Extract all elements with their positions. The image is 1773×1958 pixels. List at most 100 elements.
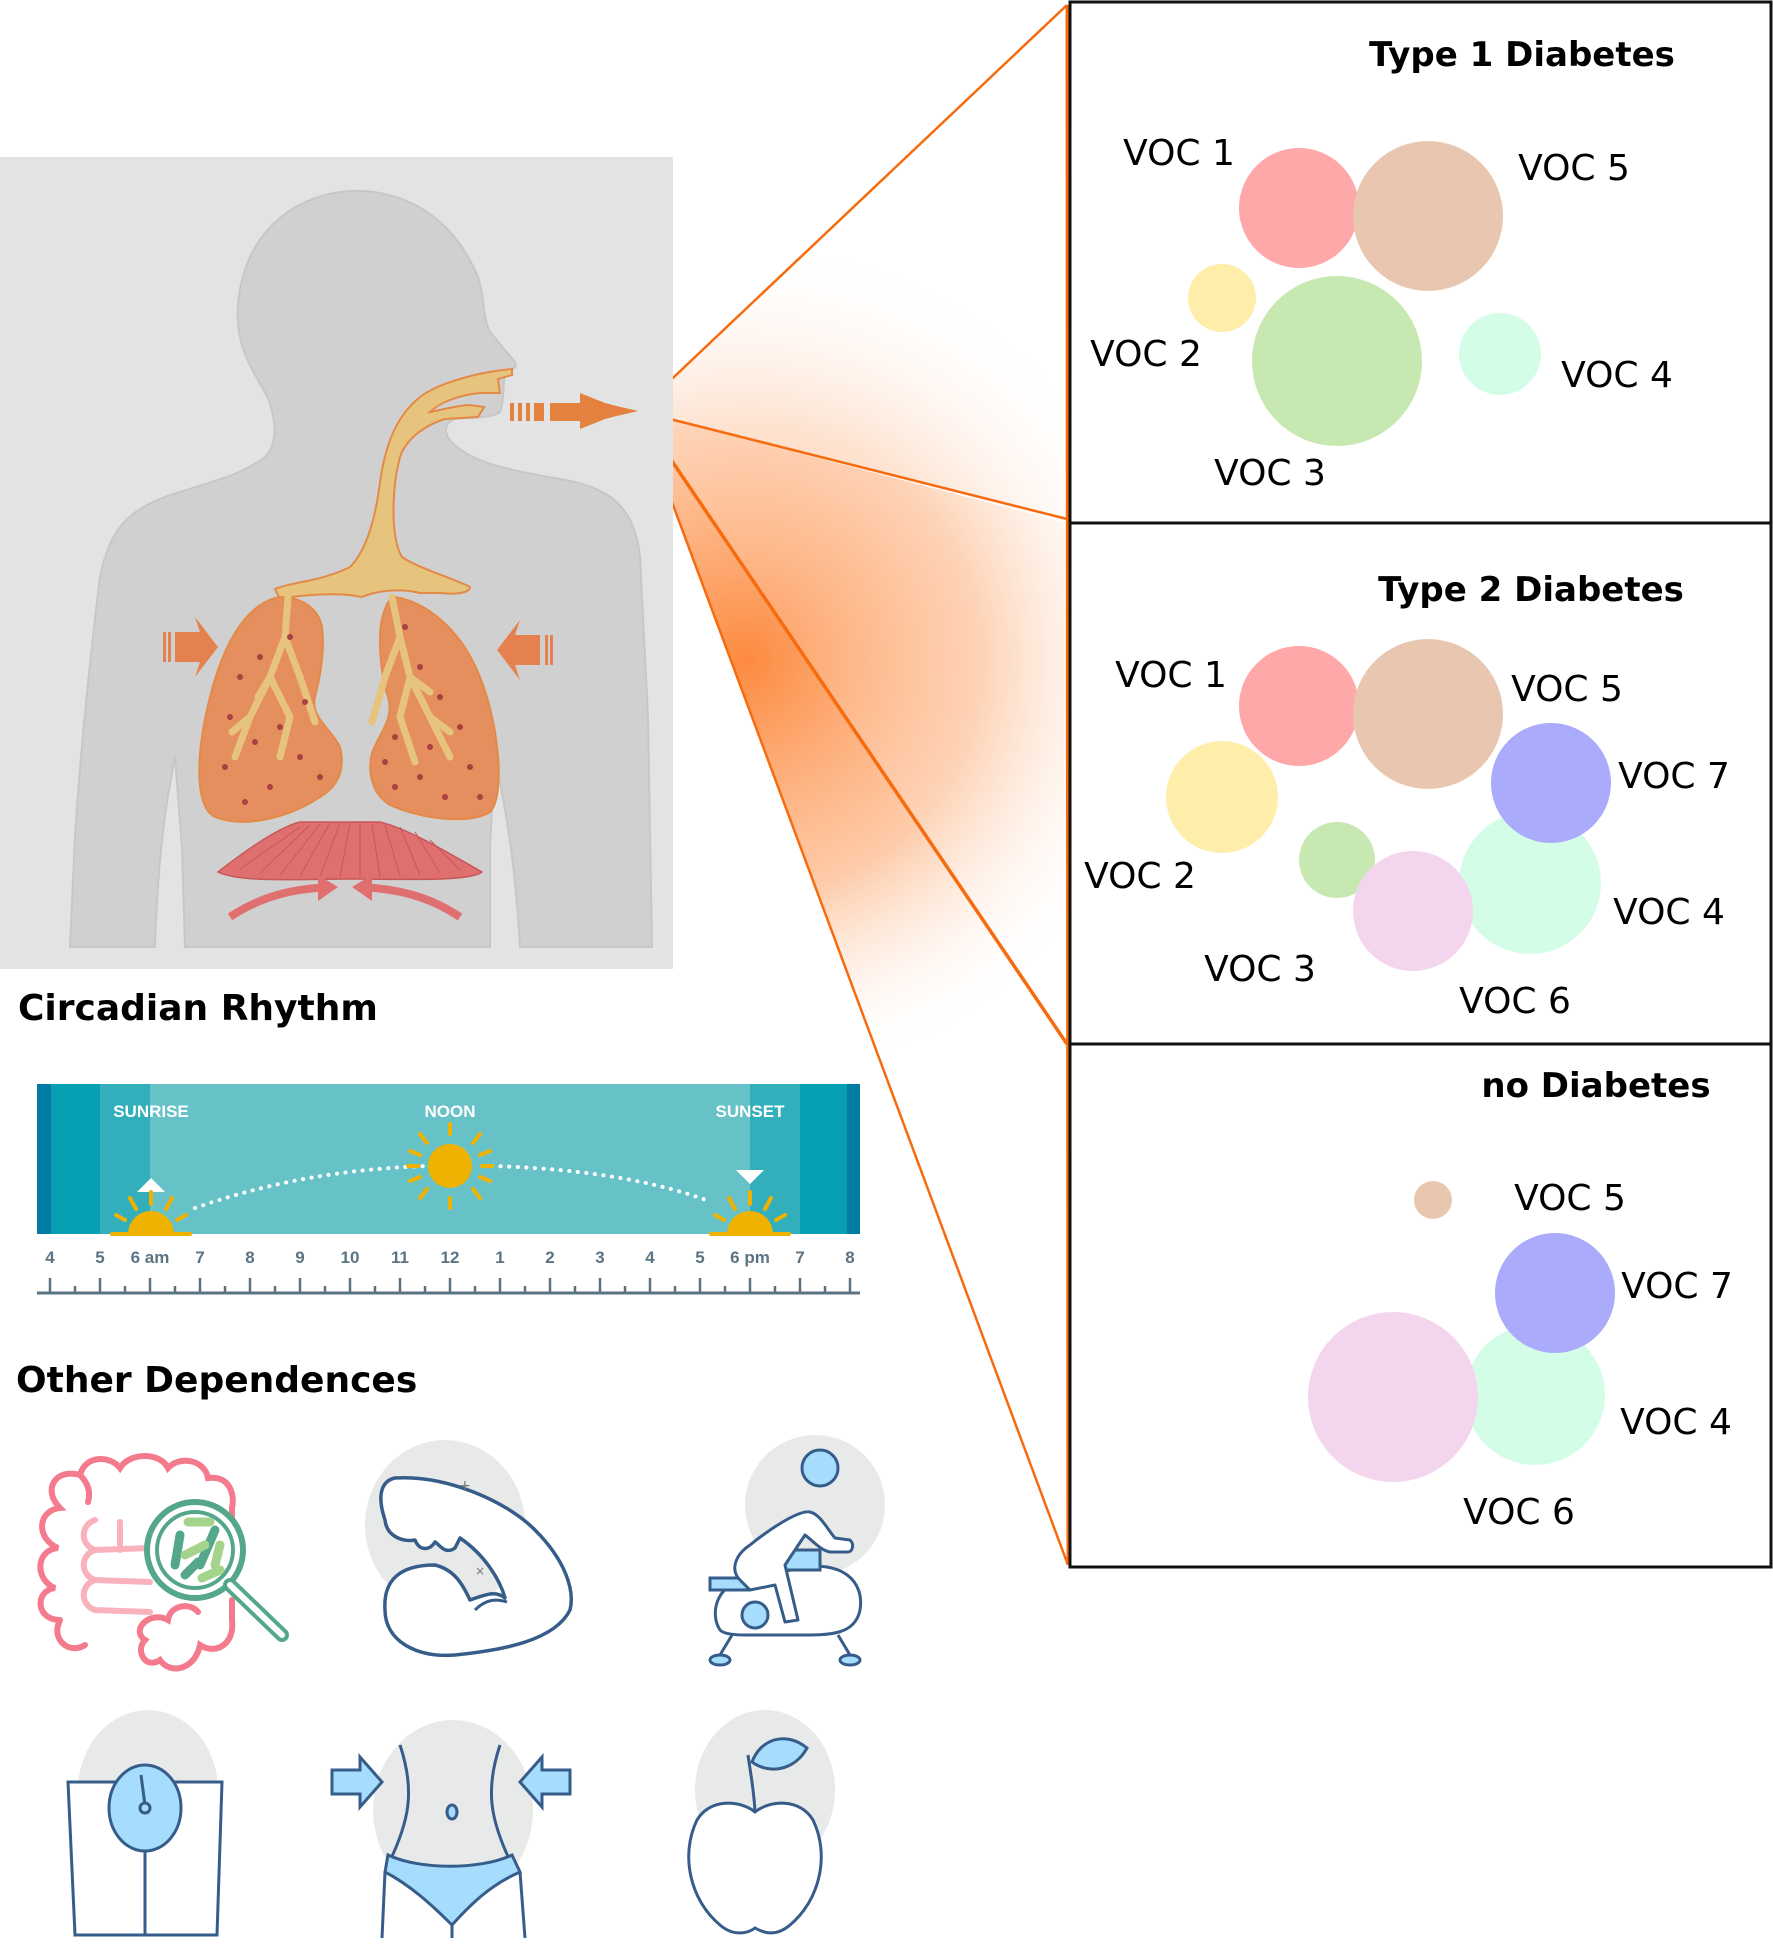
bubble-label: VOC 1 [1115,655,1227,696]
twilight-band-right [750,1084,800,1234]
bubble-label: VOC 3 [1204,949,1316,990]
fan-fill-type1 [638,5,1067,519]
hour-label: 2 [545,1248,554,1267]
panel-type1-title: Type 1 Diabetes [1369,35,1675,75]
bubble-label: VOC 5 [1514,1178,1626,1219]
bubble-label: VOC 4 [1561,355,1673,396]
bike-flywheel [740,1600,770,1630]
bubble-voc-2 [1166,741,1278,853]
apple-diet-icon [687,1710,835,1935]
sunset-label: SUNSET [716,1102,786,1121]
arrow-left-icon [330,1753,384,1811]
navel [445,1803,459,1821]
connector-line [636,410,1069,1045]
hour-label: 8 [245,1248,254,1267]
noon-sun-icon [406,1122,494,1210]
bubble-voc-6 [1308,1312,1478,1482]
apple-leaf [750,1737,809,1771]
exhale-arrow [510,393,638,429]
bubble-label: VOC 2 [1090,334,1202,375]
apple-body [687,1801,823,1935]
bubble-voc-4 [1459,313,1541,395]
sunrise-label: SUNRISE [113,1102,189,1121]
muscle-strength-icon: + × [365,1440,573,1658]
scale-needle [139,1774,147,1806]
waist-measurement-icon [330,1720,572,1939]
twilight-band-left [100,1084,150,1234]
sparkle-decor: + [459,1478,471,1494]
hour-label: 6 am [131,1248,170,1267]
chest-arrow-right [497,620,553,680]
bubble-voc-5 [1353,141,1503,291]
sun-path-dotted [193,1164,708,1210]
bubble-voc-3 [1299,822,1375,898]
bubble-label: VOC 5 [1518,148,1630,189]
airway-trachea [273,367,513,601]
intestine-inner [80,1517,153,1615]
bronchial-tree [228,593,454,766]
waist-figure [386,1744,514,1866]
sparkle-decor: × [475,1564,485,1578]
bubble-voc-1 [1239,646,1359,766]
bubble-voc-7 [1491,723,1611,843]
left-lung [198,595,343,823]
night-band-right [847,1084,860,1234]
hour-label: 7 [195,1248,204,1267]
hour-label: 12 [441,1248,460,1267]
weight-scale-icon [66,1710,224,1937]
bubble-label: VOC 7 [1618,756,1730,797]
hour-label: 7 [795,1248,804,1267]
other-dependences-heading: Other Dependences [16,1360,418,1401]
circadian-timeline: SUNRISE NOON SUNSET [37,1084,860,1295]
briefs [383,1852,523,1928]
bubble-layer: VOC 1 VOC 5 VOC 2 VOC 3 VOC 4 VOC 1 VOC 5 VOC 7… [1084,133,1733,1533]
bubble-voc-5 [1414,1181,1452,1219]
bubble-label: VOC 2 [1084,856,1196,897]
panel-nodiabetes-title: no Diabetes [1481,1066,1710,1106]
connector-line [637,4,1068,412]
bubble-voc-4 [1459,812,1601,954]
sunset-marker-icon [736,1170,764,1184]
bubble-voc-4 [1465,1325,1605,1465]
sunrise-sun-icon [110,1190,192,1236]
bubble-voc-2 [1188,264,1256,332]
diaphragm-striations [239,822,461,878]
exercise-bike-icon [708,1435,885,1667]
bubble-voc-1 [1239,148,1359,268]
hour-label: 4 [645,1248,655,1267]
bubble-label: VOC 7 [1621,1266,1733,1307]
hour-label: 5 [95,1248,104,1267]
alveoli-dots [222,624,483,805]
bike-feet [708,1653,862,1667]
panel-type2-title: Type 2 Diabetes [1378,570,1684,610]
diaphragm-arrows [227,883,463,921]
bubble-label: VOC 1 [1123,133,1235,174]
magnifier-lens-inner [155,1510,235,1590]
arrow-right-icon [518,1753,572,1811]
bubble-voc-3 [1252,276,1422,446]
flexed-arm [379,1476,573,1658]
muscle-crease [473,1598,508,1612]
bubble-voc-6 [1353,851,1473,971]
hour-label: 3 [595,1248,604,1267]
bacteria-icon [170,1517,225,1583]
hour-label: 5 [695,1248,704,1267]
bubble-label: VOC 6 [1463,1492,1575,1533]
respiratory-illustration [0,157,673,969]
hour-label: 4 [45,1248,55,1267]
sunrise-marker-icon [137,1178,165,1192]
gut-microbiome-icon [37,1453,289,1672]
intestine-outline [37,1453,236,1672]
bubble-label: VOC 6 [1459,981,1571,1022]
panel-nodiabetes-frame [1068,1042,1773,1569]
hour-label: 6 pm [730,1248,770,1267]
bubble-label: VOC 4 [1620,1402,1732,1443]
sunset-sun-icon [709,1190,791,1236]
hour-label: 9 [295,1248,304,1267]
connector-edge [1065,4,1070,1566]
hour-label: 8 [845,1248,854,1267]
bubble-label: VOC 4 [1613,892,1725,933]
